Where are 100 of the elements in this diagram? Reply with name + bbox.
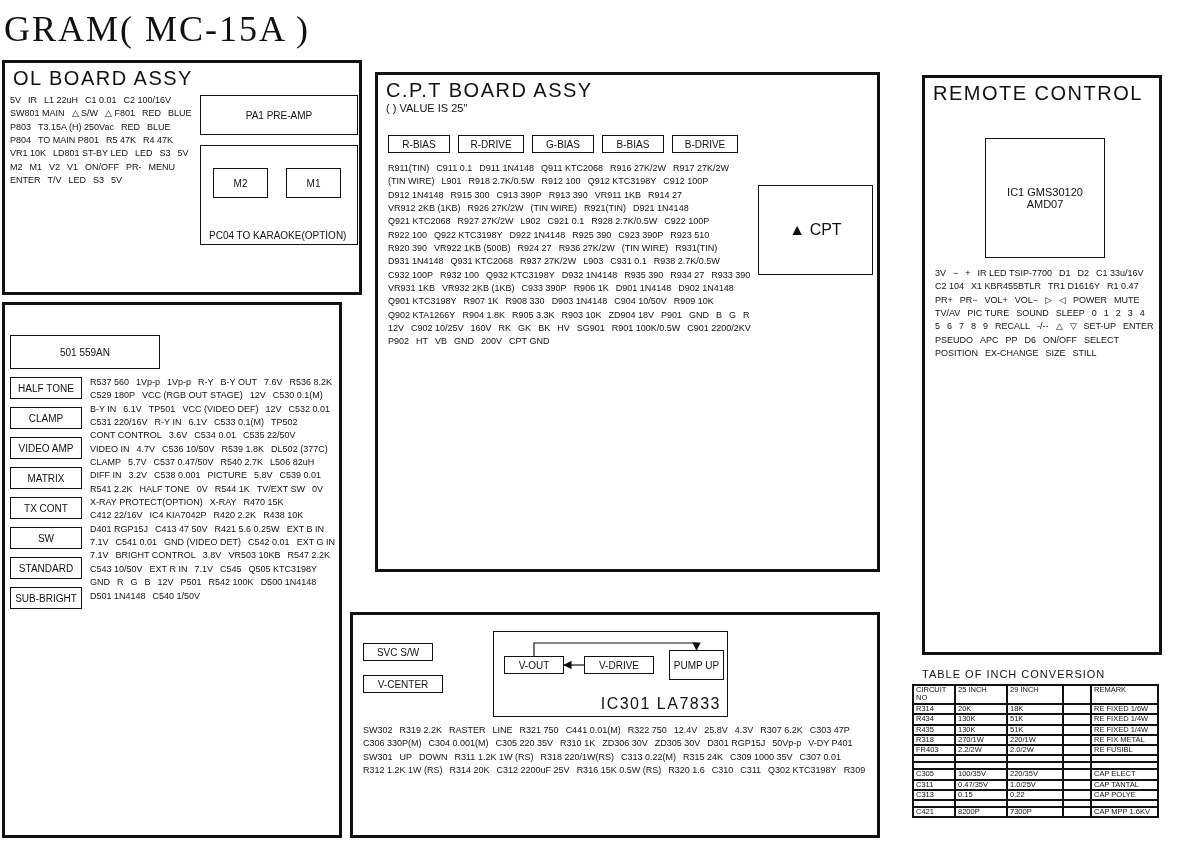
component-label: D301 RGP15J (707, 738, 766, 749)
component-label: C539 0.01 (279, 470, 322, 481)
component-label: 6.1V (188, 417, 207, 428)
component-label: C2 100/16V (123, 95, 172, 106)
component-label: PIC TURE (967, 308, 1010, 319)
component-label: L506 82uH (270, 457, 315, 468)
component-label: ZD305 30V (654, 738, 701, 749)
component-label: 12V (388, 323, 404, 334)
component-label: PP (1005, 334, 1018, 346)
component-label: R544 1K (214, 483, 250, 495)
component-label: R906 1K (573, 283, 609, 294)
component-label: R541 2.2K (90, 483, 133, 495)
component-label: C309 1000 35V (730, 751, 793, 763)
component-label: C441 0.01(M) (565, 725, 621, 736)
component-label: 50Vp-p (772, 738, 802, 749)
component-label: ▷ (1045, 294, 1053, 306)
component-label: D901 1N4148 (615, 283, 672, 294)
component-label: DIFF IN (90, 470, 122, 481)
component-label: R5 47K (105, 135, 136, 146)
component-label: R421 5.6 0.25W (214, 523, 280, 535)
component-label: C529 180P (90, 390, 136, 401)
component-label: MUTE (1114, 294, 1140, 306)
component-label: VR912 2KB (1KB) (388, 203, 461, 214)
component-label: EXT G IN (296, 537, 335, 548)
component-label: B (144, 577, 151, 588)
motor-block: M2 (213, 168, 268, 198)
component-label: BLUE (146, 121, 171, 133)
component-label: R935 390 (624, 269, 664, 281)
component-label: R915 300 (450, 189, 490, 201)
component-label: R542 100K (208, 577, 254, 588)
arrow (563, 660, 585, 670)
circuit-board-panel (375, 72, 880, 572)
function-block: CLAMP (10, 407, 82, 429)
component-label: CPT GND (509, 336, 550, 347)
component-label: C311 (740, 765, 762, 776)
component-label: RASTER (449, 725, 486, 736)
function-block: SUB-BRIGHT (10, 587, 82, 609)
component-label: R547 2.2K (287, 550, 330, 561)
component-label: C922 100P (664, 216, 710, 227)
component-label: R540 2.7K (220, 457, 264, 468)
component-label: Q931 KTC2068 (450, 256, 514, 267)
amplifier-block: PA1 PRE-AMP (200, 95, 358, 135)
component-label: (TIN WIRE) (388, 176, 435, 187)
component-label: VR1 10K (10, 148, 47, 159)
table-title: TABLE OF INCH CONVERSION (922, 668, 1106, 680)
component-label: C303 47P (809, 725, 850, 736)
component-label: 5.7V (128, 457, 147, 468)
component-label: VB (435, 336, 448, 347)
component-label: SOUND (1016, 308, 1049, 319)
component-label: STILL (1072, 348, 1097, 359)
component-label: 6 (947, 321, 953, 332)
component-label: R922 100 (388, 229, 428, 241)
component-label: V1 (67, 161, 79, 173)
component-label: R316 15K 0.5W (RS) (576, 765, 662, 776)
board-subtitle: ( ) VALUE IS 25" (386, 102, 469, 114)
component-label: DOWN (419, 751, 448, 763)
component-label: C921 0.1 (547, 216, 585, 227)
component-label: B (716, 309, 723, 321)
component-label: C904 10/50V (614, 296, 667, 307)
component-label: 1Vp-p (167, 377, 192, 388)
picture-tube-block: ▲ CPT (758, 185, 873, 275)
component-label: R901 100K/0.5W (611, 323, 681, 334)
component-label: 3.8V (202, 550, 222, 561)
function-block: B-DRIVE (672, 135, 738, 153)
component-label: C932 100P (388, 269, 434, 281)
component-label: C545 (219, 563, 242, 575)
component-label: C1 33u/16V (1095, 268, 1144, 279)
component-label: VCC (RGB OUT STAGE) (142, 390, 243, 401)
component-label: C531 220/16V (90, 417, 148, 428)
component-label: △ S/W (71, 108, 98, 119)
component-label: D931 1N4148 (388, 256, 444, 267)
board-title: IC301 LA7833 (600, 695, 721, 713)
component-label: BLUE (168, 108, 192, 119)
component-label: Q901 KTC3198Y (388, 296, 457, 307)
component-label: VOL− (1014, 294, 1039, 306)
function-block: V-OUT (504, 656, 564, 674)
component-label: L902 (520, 216, 541, 227)
component-label: TP501 (148, 403, 176, 415)
component-label: 4.7V (136, 443, 156, 455)
component-label: PR− (959, 294, 978, 306)
component-label: PICTURE (207, 470, 248, 481)
component-label: C530 0.1(M) (272, 390, 323, 401)
component-label: R904 1.8K (462, 309, 505, 321)
component-label: 0 (1091, 308, 1097, 319)
component-label: R924 27 (517, 243, 552, 254)
component-label: R926 27K/2W (467, 203, 524, 214)
component-label: C902 10/25V (411, 323, 464, 334)
component-label: RECALL (995, 321, 1031, 332)
component-label: 0V (196, 483, 208, 495)
component-label: BRIGHT CONTROL (115, 550, 196, 561)
component-label: C933 390P (521, 283, 567, 294)
component-label: 3 (1127, 308, 1133, 319)
component-label: SW302 (363, 725, 393, 736)
component-label: P901 (661, 309, 683, 321)
board-title: C.P.T BOARD ASSY (386, 79, 593, 102)
circuit-board-panel (922, 75, 1162, 655)
component-label: (TIN WIRE) (530, 203, 578, 214)
circuit-board-panel (2, 60, 362, 295)
component-label: R914 27 (648, 189, 683, 201)
function-block: TX CONT (10, 497, 82, 519)
